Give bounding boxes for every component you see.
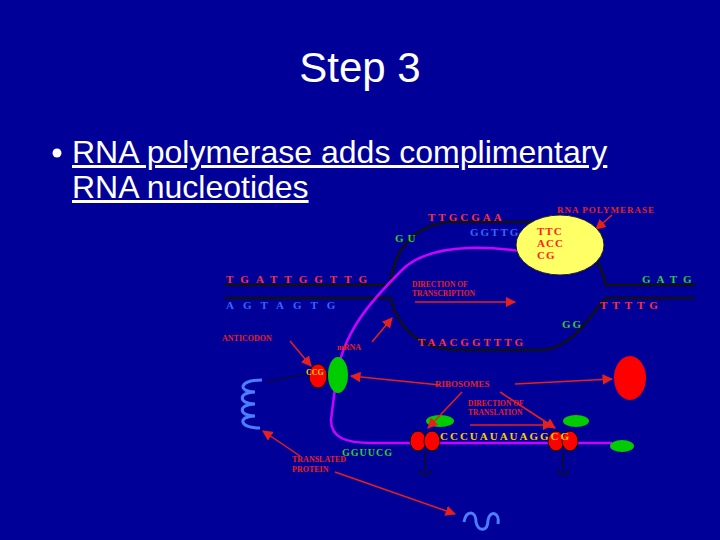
nucleotide-sequence: TTGCGAA (428, 211, 505, 224)
callout-label: DIRECTION OF TRANSLATION (468, 399, 538, 417)
leader-arrow (515, 379, 612, 384)
ribosome-subunit (610, 440, 634, 452)
leader-arrows (263, 215, 612, 514)
dna-strand (225, 298, 695, 350)
ribosome-subunit (614, 356, 646, 400)
nucleotide-sequence: GGUUCG (342, 447, 393, 459)
node-heading: RNA POLYMERASE (557, 205, 655, 216)
trna-stem (557, 452, 569, 475)
polymerase-shape (516, 215, 604, 275)
leader-arrow (428, 392, 462, 428)
nucleotide-sequence: CCCUAUAUAGGCG (440, 430, 571, 443)
callout-label: mRNA (337, 343, 361, 353)
ribosome-subunit (424, 431, 440, 451)
callout-label: DIRECTION OF TRANSCRIPTION (412, 280, 490, 298)
nucleotide-sequence: TTTTG (600, 299, 663, 312)
direction-arrow (470, 424, 552, 426)
anticodon-letters: CCG (306, 368, 324, 378)
nucleotide-sequence: GU (395, 232, 420, 245)
nucleotide-sequence: AGTAGTG (226, 299, 344, 312)
nucleotide-sequence: TAACGGTTTG (418, 336, 526, 349)
trna-stem (266, 374, 306, 382)
ribosome-subunit (328, 357, 348, 393)
protein-chain (242, 380, 262, 428)
leader-arrow (372, 318, 392, 342)
node-sequence: TTC ACC CG (537, 225, 581, 261)
dna-strand (225, 222, 695, 285)
polymerase-ellipse: RNA POLYMERASETTC ACC CG (515, 214, 605, 276)
leader-arrow (290, 341, 311, 366)
callout-label: ANTICODON (222, 334, 272, 344)
trna-stem (419, 452, 431, 475)
slide-title: Step 3 (0, 44, 720, 92)
nucleotide-sequence: GG (562, 318, 583, 331)
leader-arrow (596, 215, 612, 229)
nucleotide-sequence: TGATTGGTTG (226, 273, 374, 286)
callout-label: RIBOSOMES (435, 379, 490, 390)
bullet-text: RNA polymerase adds complimentary RNA nu… (72, 135, 642, 205)
leader-arrow (351, 376, 440, 385)
nucleotide-sequence: GGTTG (470, 226, 520, 239)
leader-arrow (335, 472, 455, 514)
nucleotide-sequence: GATG (642, 273, 698, 286)
direction-arrow (415, 301, 515, 303)
bullet-dot (53, 149, 62, 158)
ribosome-subunit (563, 415, 589, 427)
leader-arrow (263, 431, 300, 456)
protein-chain (464, 513, 498, 529)
